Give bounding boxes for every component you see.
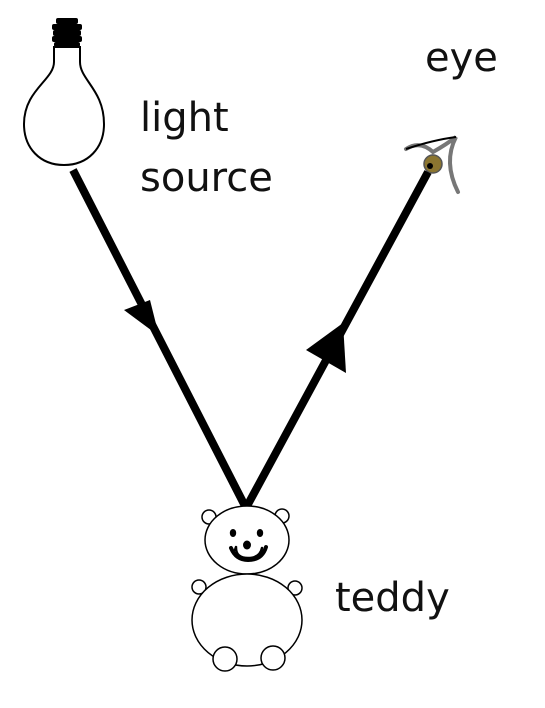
teddy-label: teddy [335,575,450,621]
reflected-arrowhead [306,323,346,373]
light-source-label: light source [140,88,273,208]
eye-label: eye [425,35,498,81]
reflected-ray [242,170,432,510]
light-source-label-line1: light [140,95,229,141]
teddy-bear-icon [191,505,303,672]
light-bulb-icon [22,18,106,167]
teddy-face [229,529,268,563]
teddy-body [191,573,303,667]
eye-icon [404,135,460,194]
light-source-label-line2: source [140,155,273,201]
teddy-left-foot [212,646,238,672]
teddy-right-foot [260,645,286,671]
teddy-right-arm [287,580,303,596]
teddy-head [204,505,290,575]
incident-ray [69,168,250,510]
incident-arrowhead [124,300,159,336]
teddy-left-arm [191,579,207,595]
